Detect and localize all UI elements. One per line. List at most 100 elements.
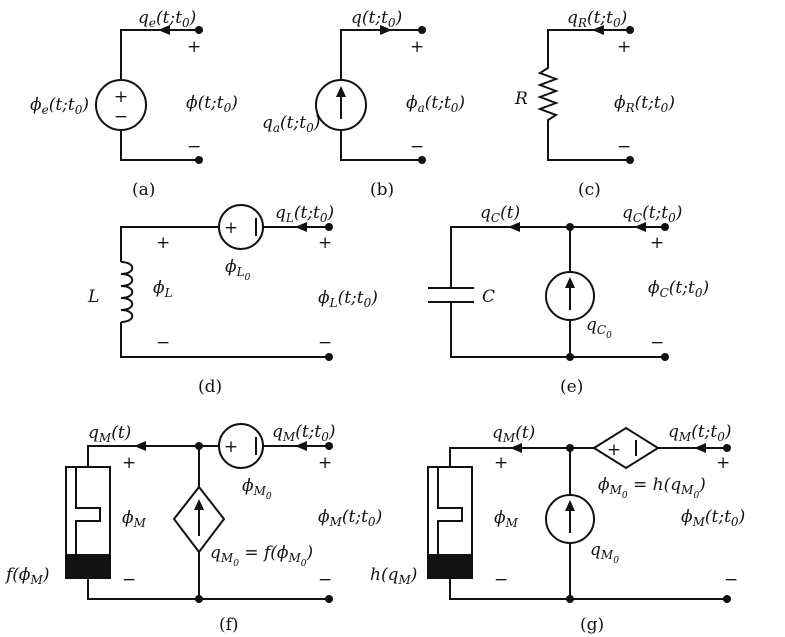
- current-arrow-c: [592, 25, 604, 35]
- node-dot: [566, 353, 574, 361]
- dependent-voltage-source-g: [592, 426, 660, 470]
- dependent-label-g: ϕM0 = h(qM0): [598, 475, 706, 501]
- resistor-label-c: R: [514, 89, 528, 109]
- plus-sign-inner-d: +: [156, 233, 170, 253]
- caption-b: (b): [370, 180, 394, 200]
- port-label-a: ϕ(t;t0): [186, 93, 238, 115]
- plus-sign-a: +: [187, 37, 201, 57]
- wire-e: [450, 226, 665, 358]
- circuit-b: q(t;t0) qa(t;t0) ϕa(t;t0) + − (b): [262, 8, 465, 200]
- current-label-inner-f: qM(t): [88, 423, 131, 445]
- minus-sign-b: −: [410, 137, 424, 157]
- current-label-d: qL(t;t0): [275, 203, 334, 225]
- dependent-label-f: qM0 = f(ϕM0): [210, 543, 313, 569]
- voltage-source-f: [218, 423, 264, 469]
- minus-sign-e: −: [650, 333, 664, 353]
- minus-sign-d: −: [318, 333, 332, 353]
- caption-c: (c): [578, 180, 601, 200]
- minus-sign-f: −: [318, 570, 332, 590]
- source-label-b: qa(t;t0): [262, 113, 320, 135]
- plus-sign-c: +: [617, 37, 631, 57]
- source-minus-a: −: [114, 107, 128, 127]
- minus-sign-inner-g: −: [494, 570, 508, 590]
- terminal-dot: [626, 156, 634, 164]
- voltage-source-a: [95, 79, 147, 131]
- minus-sign-inner-f: −: [122, 570, 136, 590]
- plus-sign-f: +: [318, 453, 332, 473]
- current-label-c: qR(t;t0): [567, 8, 627, 30]
- terminal-dot: [418, 26, 426, 34]
- capacitor-plates-e: [428, 287, 474, 303]
- up-arrow-icon: [336, 86, 346, 97]
- voltage-source-d: [218, 204, 264, 250]
- terminal-dot: [325, 442, 333, 450]
- up-arrow-icon: [565, 500, 575, 511]
- inner-voltage-d: ϕL: [153, 278, 173, 300]
- terminal-dot: [325, 353, 333, 361]
- circuit-e: qC(t) qC(t;t0) C qC0 ϕC(t;t0) + − (e): [428, 203, 709, 397]
- caption-a: (a): [132, 180, 155, 200]
- caption-d: (d): [198, 377, 222, 397]
- current-label-g: qM(t;t0): [668, 422, 732, 444]
- terminal-dot: [723, 444, 731, 452]
- terminal-dot: [325, 223, 333, 231]
- plus-sign-inner-g: +: [494, 453, 508, 473]
- current-arrow-inner-g: [510, 443, 522, 453]
- minus-sign-a: −: [187, 137, 201, 157]
- port-label-b: ϕa(t;t0): [406, 93, 465, 115]
- memristor-band-f: [66, 554, 110, 578]
- node-dot: [195, 595, 203, 603]
- current-label-b: q(t;t0): [351, 8, 402, 30]
- node-dot: [566, 444, 574, 452]
- minus-sign-c: −: [617, 137, 631, 157]
- current-arrow-d: [295, 222, 307, 232]
- current-arrow-e: [634, 222, 646, 232]
- memristor-label-g: h(qM): [370, 565, 417, 587]
- circuit-f: + qM(t) qM(t;t0) f(ϕM) ϕM ϕM0 qM0 = f(ϕM…: [4, 422, 382, 635]
- circuit-d: + qL(t;t0) L ϕL ϕL0 ϕL(t;t0) + − + − (d): [87, 203, 378, 397]
- inner-voltage-f: ϕM: [122, 508, 147, 530]
- circuit-c: qR(t;t0) R ϕR(t;t0) + − (c): [514, 8, 675, 200]
- current-arrow-f: [295, 441, 307, 451]
- port-label-d: ϕL(t;t0): [318, 288, 378, 310]
- inductor-label-d: L: [87, 287, 99, 307]
- plus-sign-b: +: [410, 37, 424, 57]
- caption-f: (f): [219, 615, 239, 635]
- current-label-a: qe(t;t0): [138, 8, 196, 30]
- terminal-dot: [626, 26, 634, 34]
- caption-e: (e): [560, 377, 583, 397]
- memristor-label-f: f(ϕM): [4, 565, 49, 587]
- port-label-c: ϕR(t;t0): [614, 93, 675, 115]
- circuit-g: + qM(t) qM(t;t0) h(qM) ϕM ϕM0 = h(qM0) q…: [370, 422, 745, 635]
- up-arrow-icon: [194, 499, 204, 510]
- current-label-e: qC(t;t0): [622, 203, 682, 225]
- memristor-notch-f: [75, 467, 101, 554]
- terminal-dot: [723, 595, 731, 603]
- source-label-a: ϕe(t;t0): [30, 95, 89, 117]
- source-label-g: qM0: [590, 540, 619, 566]
- terminal-dot: [418, 156, 426, 164]
- source-plus-d: +: [224, 218, 238, 238]
- node-dot: [566, 595, 574, 603]
- terminal-dot: [195, 156, 203, 164]
- inner-voltage-g: ϕM: [494, 508, 519, 530]
- terminal-dot: [325, 595, 333, 603]
- capacitor-label-e: C: [482, 287, 495, 307]
- node-dot: [566, 223, 574, 231]
- source-label-e: qC0: [586, 315, 612, 341]
- source-label-d: ϕL0: [225, 257, 251, 283]
- current-arrow-b: [380, 25, 392, 35]
- minus-sign-inner-d: −: [156, 333, 170, 353]
- memristor-notch-g: [437, 467, 463, 554]
- current-arrow-g: [694, 443, 706, 453]
- port-label-g: ϕM(t;t0): [681, 507, 745, 529]
- wire-b: [340, 29, 422, 161]
- source-plus-f: +: [224, 437, 238, 457]
- current-label-inner-g: qM(t): [492, 423, 535, 445]
- plus-sign-e: +: [650, 233, 664, 253]
- plus-sign-g: +: [716, 453, 730, 473]
- wire-a: [120, 29, 199, 161]
- source-plus-a: +: [114, 87, 128, 107]
- current-arrow-a: [158, 25, 170, 35]
